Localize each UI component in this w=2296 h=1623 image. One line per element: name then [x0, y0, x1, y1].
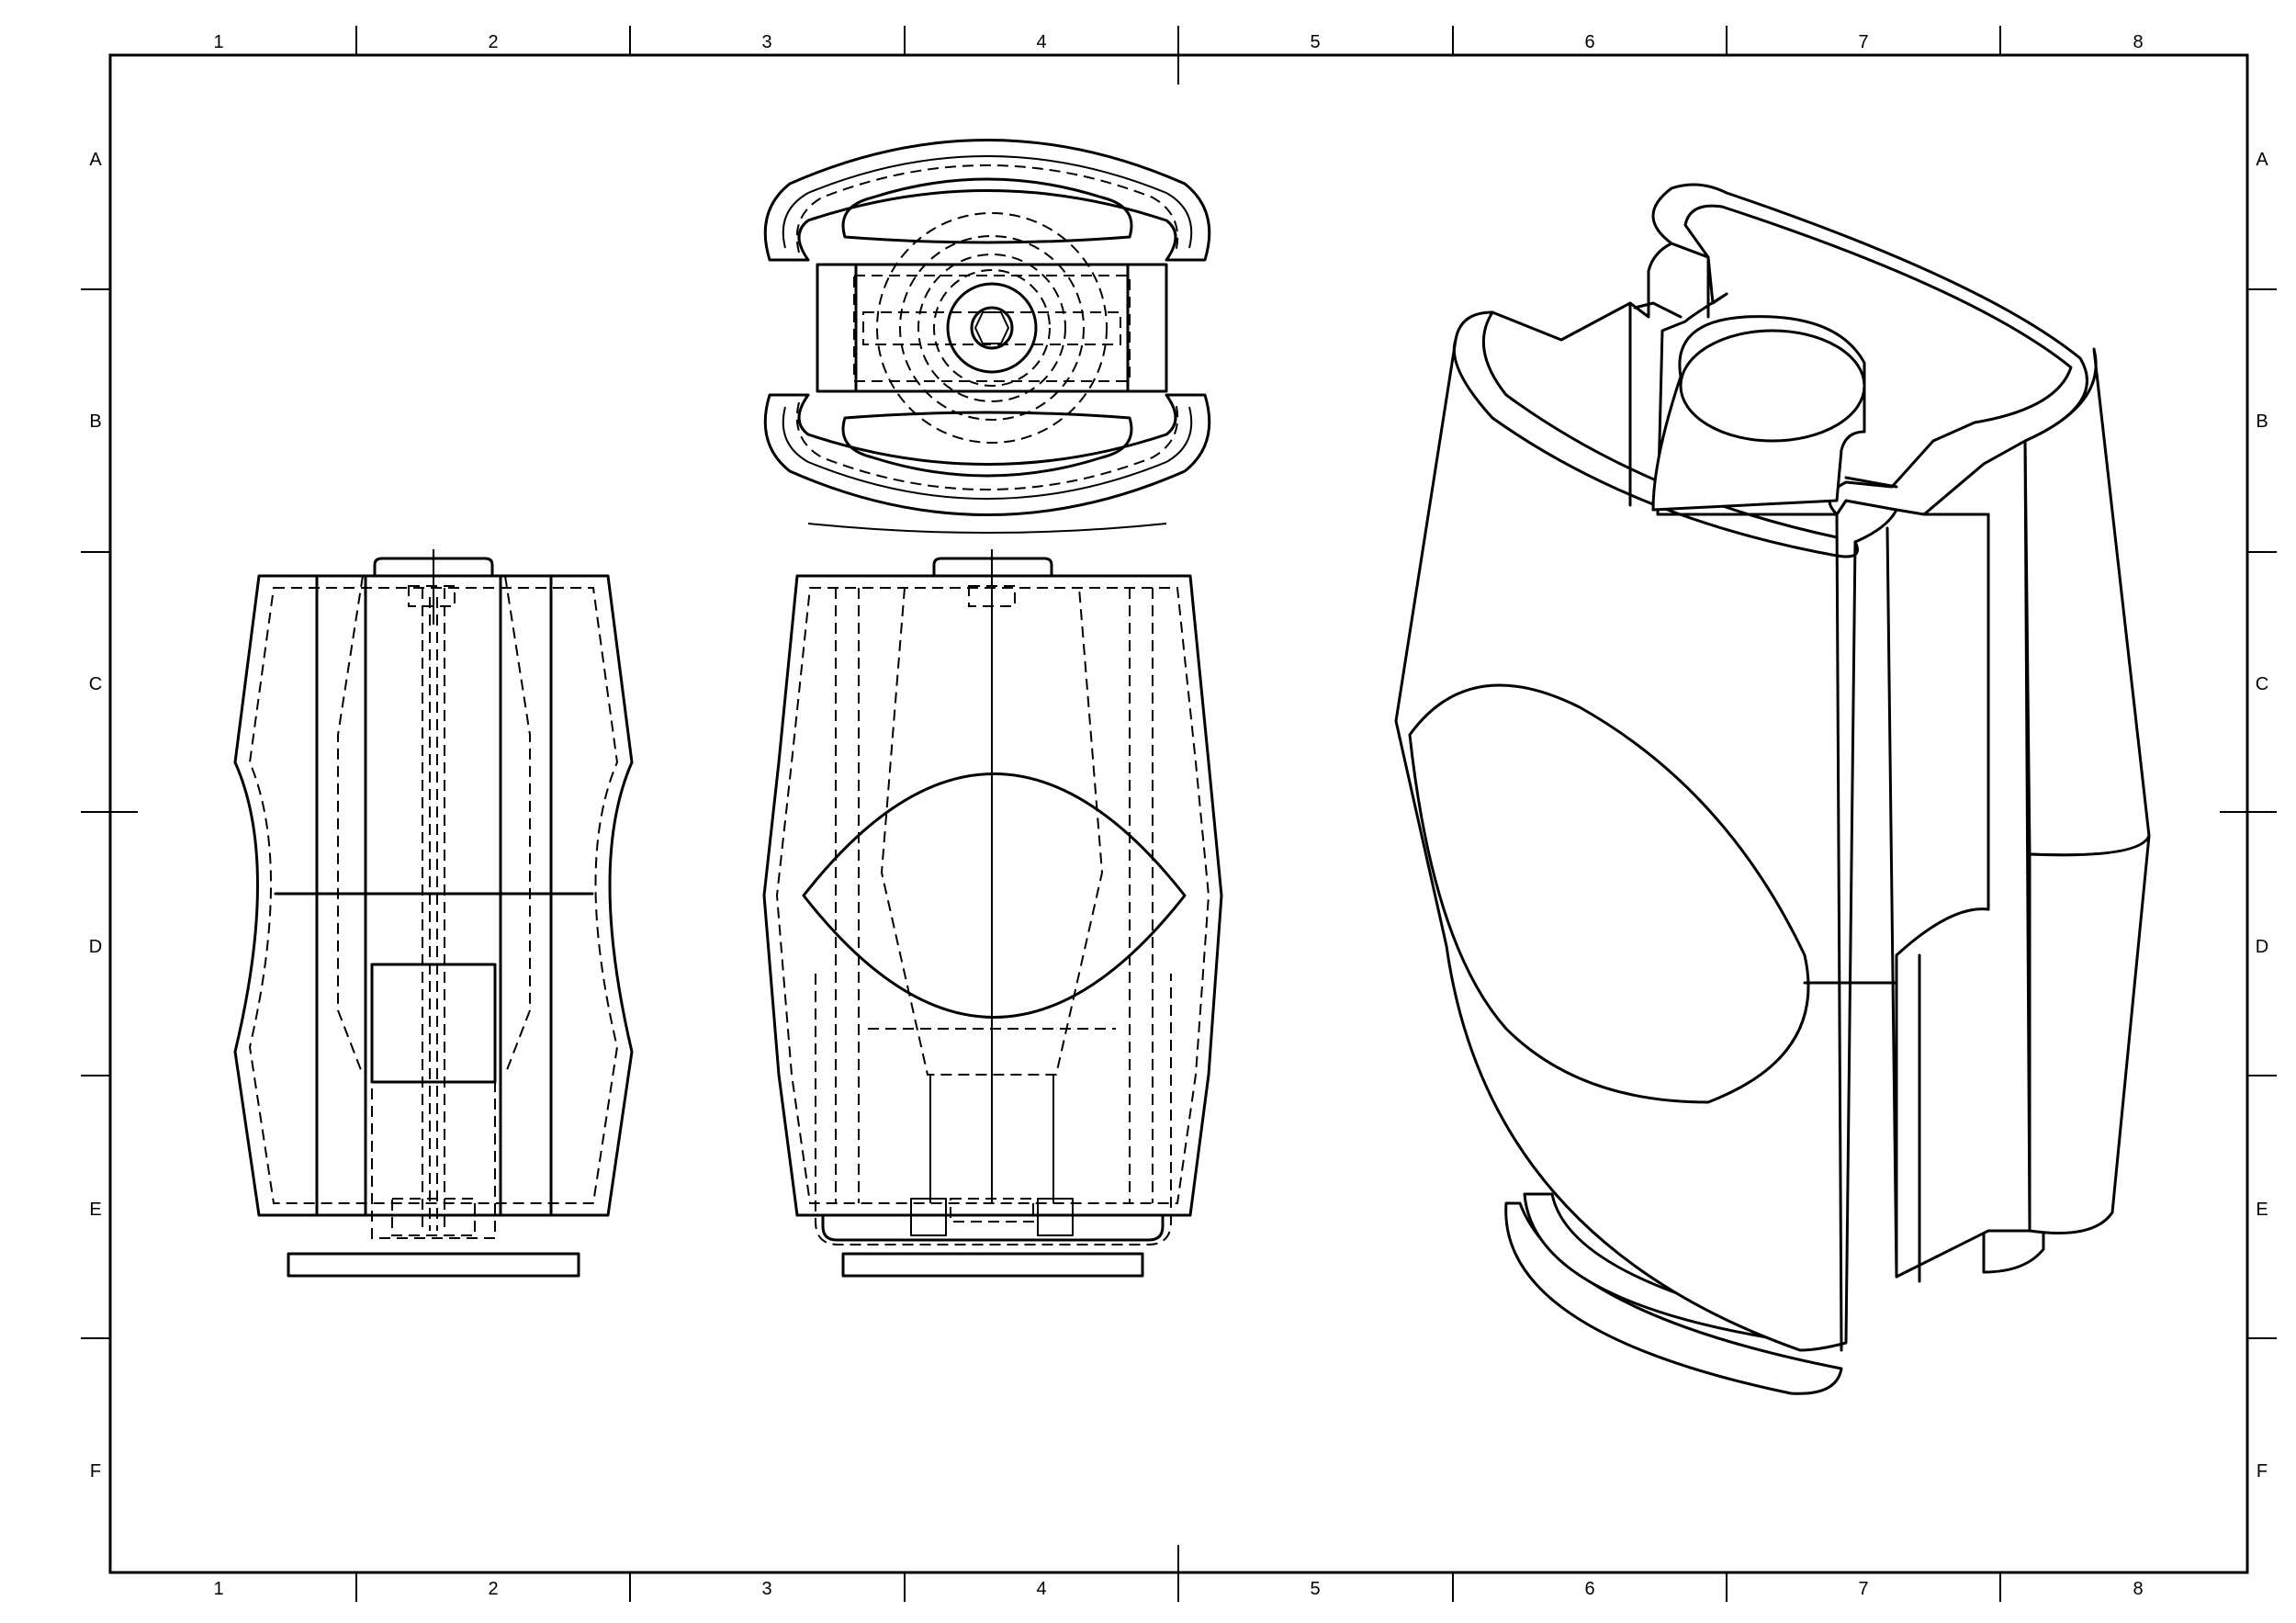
- row-label: A: [89, 150, 102, 170]
- column-ticks: [355, 26, 2001, 1602]
- column-label: 5: [1310, 1579, 1320, 1599]
- column-label: 7: [1858, 1579, 1868, 1599]
- row-label: B: [89, 411, 101, 432]
- column-label: 3: [761, 1579, 771, 1599]
- column-label: 1: [213, 1579, 223, 1599]
- column-label: 3: [761, 32, 771, 52]
- column-label: 6: [1584, 32, 1594, 52]
- column-label: 6: [1584, 1579, 1594, 1599]
- row-label: E: [2256, 1200, 2268, 1220]
- row-label: B: [2256, 411, 2268, 432]
- row-label: C: [2256, 674, 2268, 694]
- column-label: 5: [1310, 32, 1320, 52]
- column-label: 2: [488, 1579, 498, 1599]
- row-label: D: [89, 937, 102, 957]
- row-label: C: [89, 674, 102, 694]
- top-view: [763, 139, 1211, 534]
- column-label: 8: [2133, 32, 2143, 52]
- front-view: [762, 549, 1223, 1278]
- isometric-view: [1394, 183, 2151, 1395]
- column-label: 4: [1036, 1579, 1046, 1599]
- row-ticks: [81, 288, 2277, 1339]
- column-label: 7: [1858, 32, 1868, 52]
- row-label: A: [2256, 150, 2268, 170]
- row-label: F: [2257, 1461, 2268, 1482]
- row-label: D: [2256, 937, 2268, 957]
- row-label: F: [90, 1461, 101, 1482]
- column-label: 2: [488, 32, 498, 52]
- column-label: 4: [1036, 32, 1046, 52]
- row-label: E: [89, 1200, 101, 1220]
- side-view: [233, 549, 634, 1278]
- column-label: 1: [213, 32, 223, 52]
- column-label: 8: [2133, 1579, 2143, 1599]
